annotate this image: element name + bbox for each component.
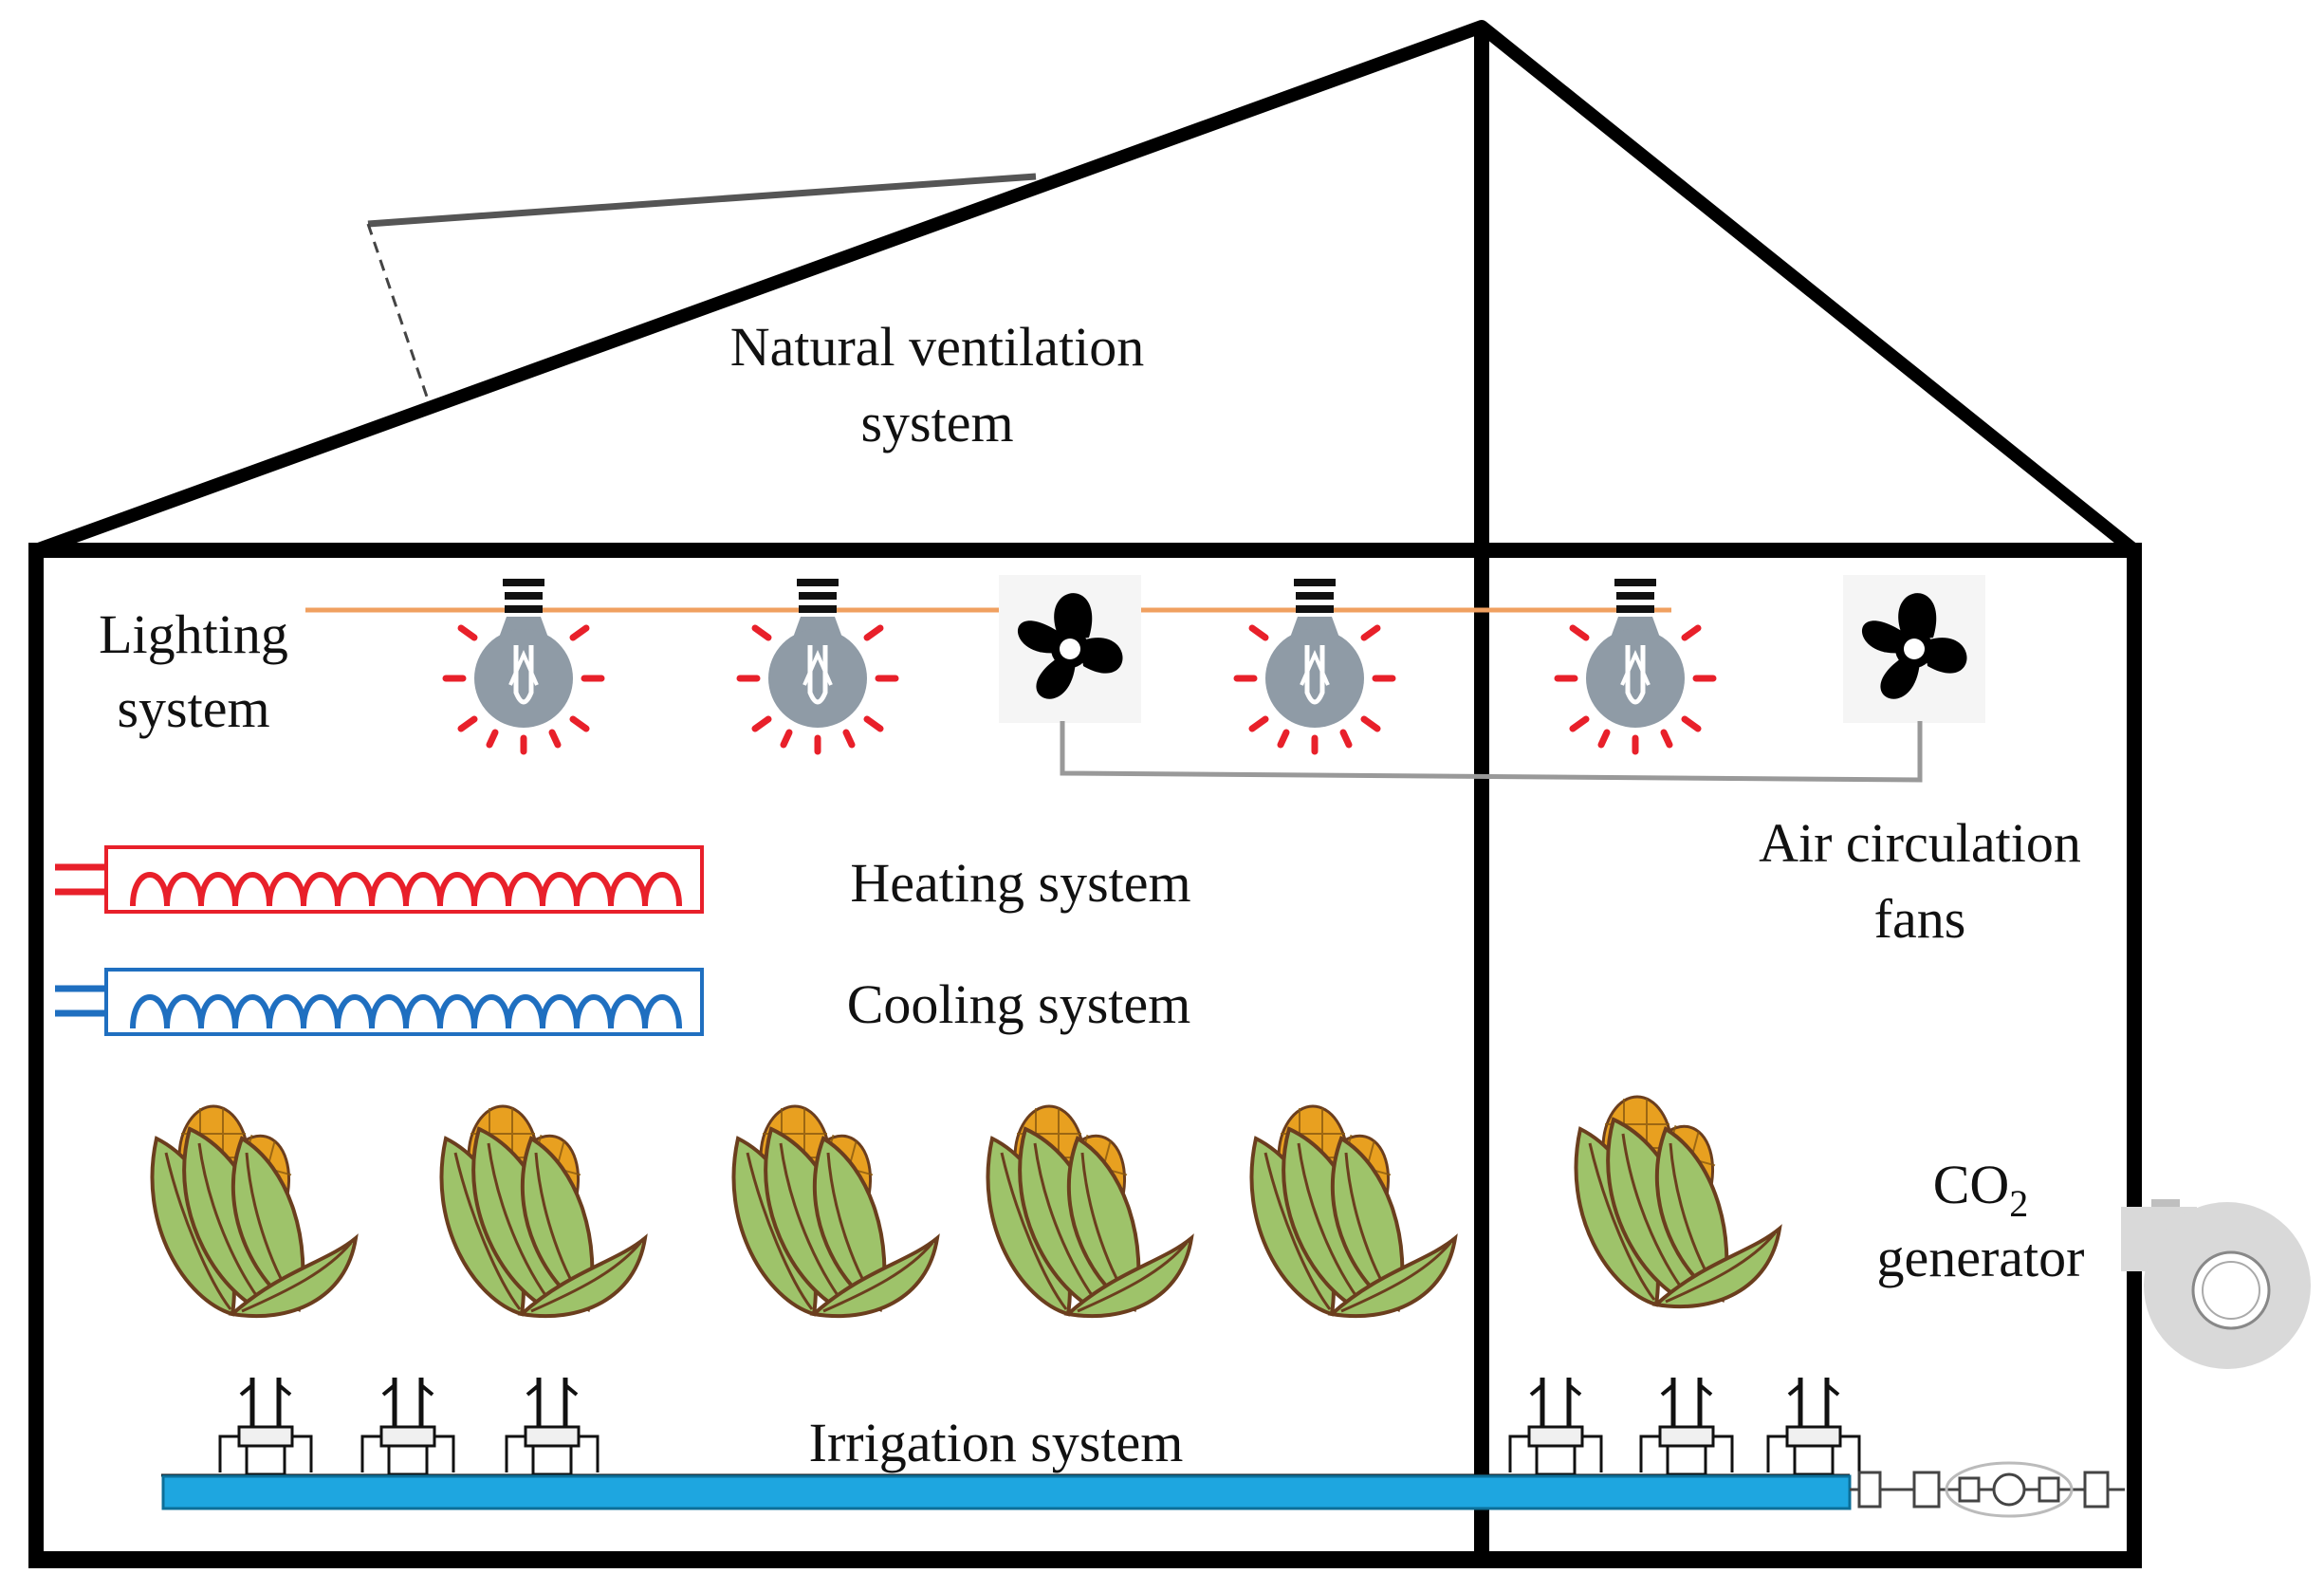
co2-blower-icon — [2121, 1199, 2311, 1369]
fan-icon — [1843, 575, 1985, 723]
cooling-system-label: Cooling system — [847, 973, 1191, 1035]
air-circulation-label: Air circulation — [1759, 812, 2081, 874]
fan-icon — [999, 575, 1141, 723]
cooling-coil — [55, 968, 704, 1036]
light-bulb-icon — [1558, 579, 1713, 751]
corn-plant-icon — [150, 1104, 358, 1319]
irrigation-pipe — [161, 1474, 1852, 1510]
corn-plant-icon — [1574, 1095, 1781, 1309]
heating-system-label: Heating system — [850, 852, 1190, 914]
sprinkler-icon — [1641, 1378, 1732, 1474]
sprinkler-icon — [1510, 1378, 1601, 1474]
air-circulation-fans — [999, 575, 1985, 783]
lighting-system-label: Lighting — [99, 603, 288, 665]
corn-plant-icon — [439, 1104, 647, 1319]
crop-plants — [150, 1095, 1781, 1319]
light-bulb-icon — [1237, 579, 1393, 751]
corn-plant-icon — [1249, 1104, 1457, 1319]
light-bulb-icon — [446, 579, 601, 751]
sprinkler-icon — [507, 1378, 598, 1474]
natural-ventilation-label-line2: system — [860, 392, 1013, 454]
corn-plant-icon — [731, 1104, 939, 1319]
corn-plant-icon — [986, 1104, 1193, 1319]
lighting-system-label-line2: system — [117, 677, 269, 739]
valve-icon — [1850, 1461, 2125, 1518]
roof-vent-window — [366, 173, 1037, 403]
irrigation-network — [161, 1378, 1859, 1510]
co2-generator-label-line2: generator — [1877, 1227, 2085, 1288]
natural-ventilation-label: Natural ventilation — [730, 316, 1144, 378]
co2-subscript: 2 — [2009, 1182, 2028, 1225]
sprinkler-icon — [220, 1378, 311, 1474]
heating-coil — [55, 845, 704, 914]
irrigation-system-label: Irrigation system — [809, 1412, 1184, 1473]
sprinkler-icon — [1768, 1378, 1859, 1474]
sprinkler-icon — [362, 1378, 453, 1474]
light-bulb-icon — [740, 579, 895, 751]
air-circulation-label-line2: fans — [1874, 888, 1966, 950]
co2-generator-label: CO2 — [1933, 1154, 2029, 1225]
greenhouse-frame — [28, 20, 2142, 1568]
co2-main: CO — [1933, 1154, 2010, 1215]
